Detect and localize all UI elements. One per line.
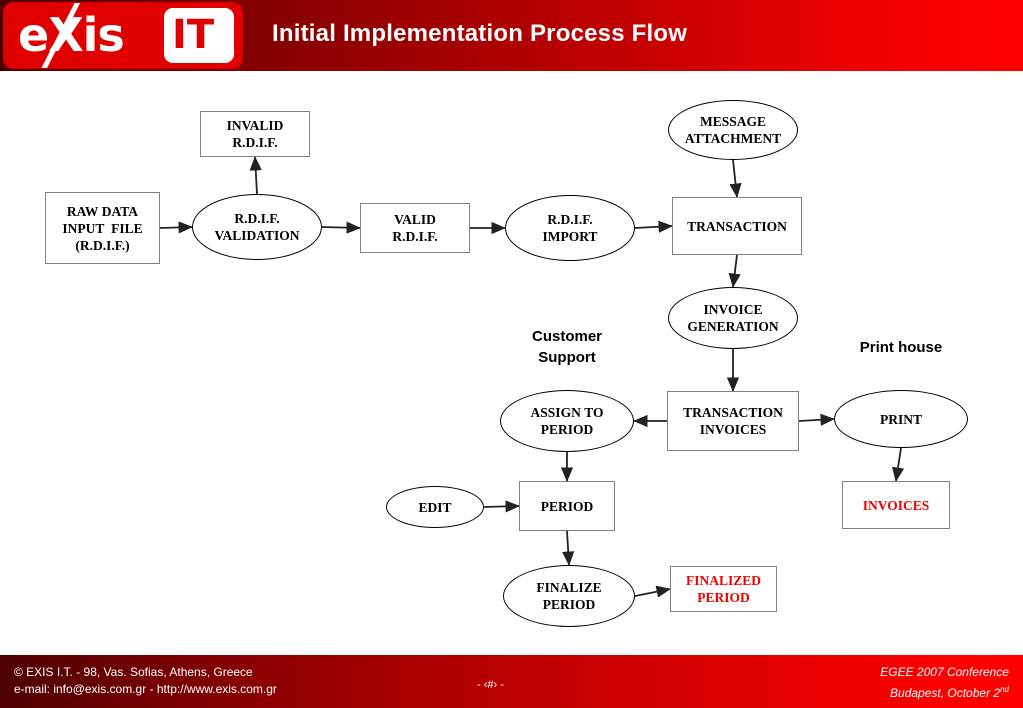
edge-raw-data-input-file-to-rdif-validation [159, 221, 193, 234]
node-label: PERIOD [540, 498, 594, 514]
edge-message-attachment-to-transaction [729, 159, 742, 198]
footer-page-number: - ‹#› - [477, 679, 504, 691]
edge-edit-to-period [470, 500, 520, 514]
footer-conference: EGEE 2007 Conference Budapest, October 2… [880, 664, 1009, 702]
edge-rdif-validation-to-valid-rdif [321, 221, 361, 234]
footer-email-line: e-mail: info@exis.com.gr - http://www.ex… [14, 682, 277, 696]
connector-layer [159, 156, 905, 598]
logo-it-text: IT [172, 12, 215, 58]
slide-footer: © EXIS I.T. - 98, Vas. Sofias, Athens, G… [0, 655, 1023, 708]
node-invoices[interactable]: INVOICES [842, 481, 950, 529]
footer-conference-name: EGEE 2007 Conference [880, 665, 1009, 679]
node-label: EDIT [418, 499, 452, 515]
edge-transaction-to-invoice-generation [728, 254, 741, 288]
node-label: INVOICES [862, 497, 930, 513]
node-transaction[interactable]: TRANSACTION [672, 197, 802, 255]
edge-finalize-period-to-finalized-period [634, 585, 671, 598]
footer-contact: © EXIS I.T. - 98, Vas. Sofias, Athens, G… [14, 664, 277, 698]
page-title: Initial Implementation Process Flow [272, 20, 688, 47]
edge-rdif-import-to-transaction [634, 220, 673, 233]
footer-location-text: Budapest, October 2 [890, 686, 1001, 700]
logo-it-badge: IT [164, 8, 234, 63]
edge-period-to-finalize-period [562, 530, 575, 566]
footer-location-ordinal: nd [1000, 685, 1009, 694]
node-period[interactable]: PERIOD [519, 481, 615, 531]
node-label: R.D.I.F.IMPORT [542, 212, 598, 244]
footer-address-line: © EXIS I.T. - 98, Vas. Sofias, Athens, G… [14, 665, 253, 679]
exis-it-logo: eXis IT [4, 3, 242, 68]
edge-transaction-invoices-to-print [798, 413, 835, 426]
node-label: R.D.I.F.VALIDATION [214, 211, 300, 243]
node-rdif-validation[interactable]: R.D.I.F.VALIDATION [192, 194, 322, 260]
edge-rdif-validation-to-invalid-rdif [249, 156, 262, 195]
footer-conference-location: Budapest, October 2nd [880, 681, 1009, 702]
node-rdif-import[interactable]: R.D.I.F.IMPORT [505, 195, 635, 261]
node-print[interactable]: PRINT [834, 390, 968, 448]
group-label-print-house: Print house [859, 339, 943, 356]
slide-header: eXis IT Initial Implementation Process F… [0, 0, 1023, 71]
edge-print-to-invoices [891, 447, 905, 482]
node-edit[interactable]: EDIT [386, 486, 484, 528]
node-label: TRANSACTION [687, 218, 787, 234]
node-label: PRINT [879, 411, 922, 427]
